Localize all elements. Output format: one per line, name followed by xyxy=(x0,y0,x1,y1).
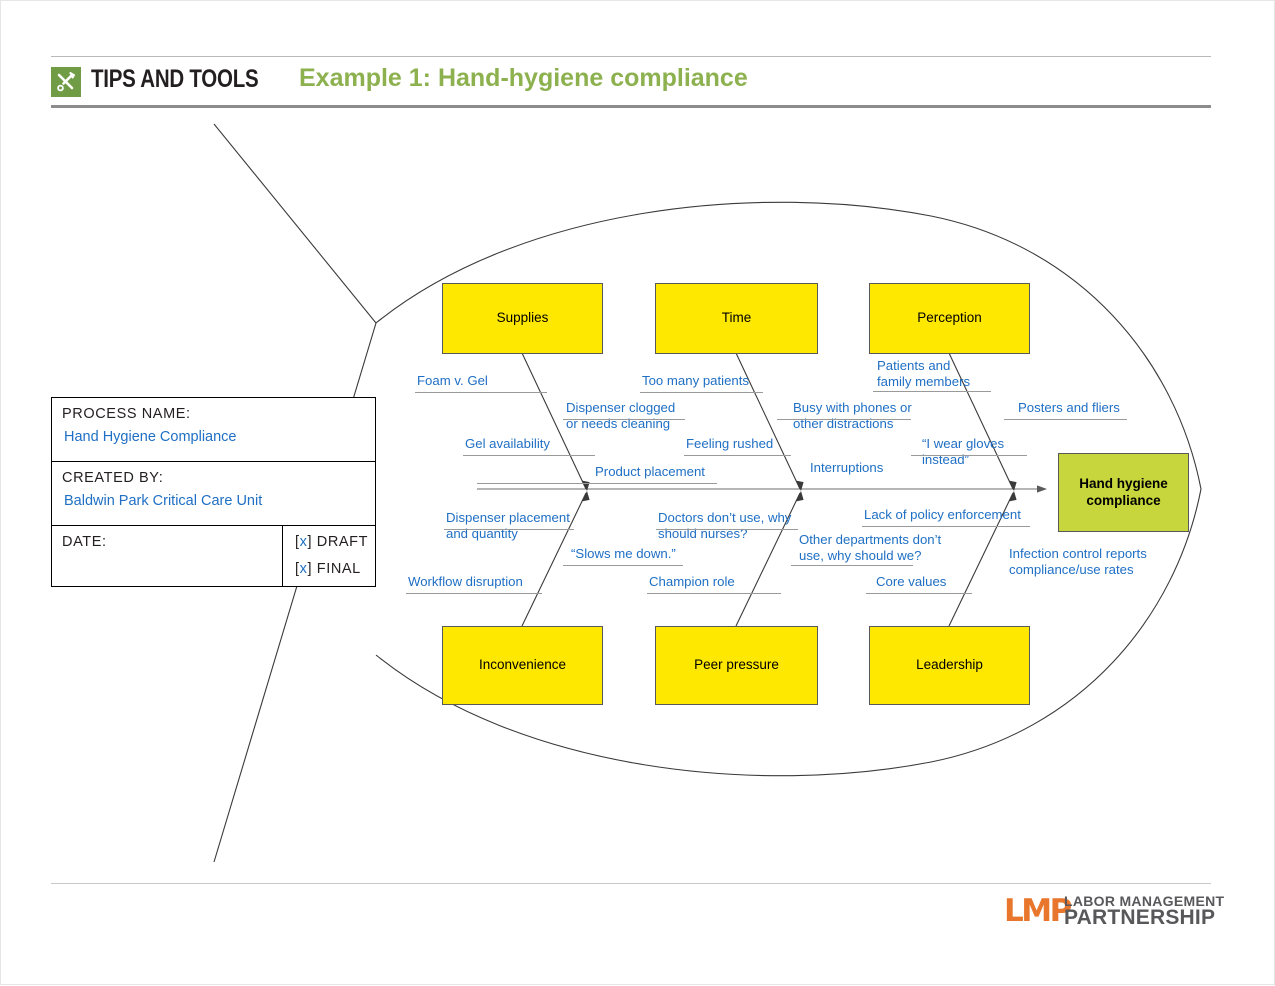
lmp-logo: LMP LABOR MANAGEMENT PARTNERSHIP xyxy=(1004,893,1224,930)
created-by-value[interactable]: Baldwin Park Critical Care Unit xyxy=(64,493,263,509)
final-mark: x xyxy=(299,561,308,577)
created-by-section: CREATED BY: Baldwin Park Critical Care U… xyxy=(52,462,375,526)
lmp-logo-mark: LMP xyxy=(1004,893,1072,929)
cause-peer-pressure-1: Doctors don’t use, why should nurses? xyxy=(658,510,792,541)
category-label: Inconvenience xyxy=(478,657,567,673)
category-label: Perception xyxy=(917,310,982,326)
cause-leadership-3: Core values xyxy=(876,574,947,589)
cause-supplies-2: Dispenser clogged or needs cleaning xyxy=(566,400,676,431)
cause-underline xyxy=(866,593,972,594)
category-label: Time xyxy=(721,310,752,326)
cause-time-2: Busy with phones or other distractions xyxy=(793,400,912,431)
cause-perception-1: Patients and family members xyxy=(877,358,971,389)
cause-underline xyxy=(463,455,595,456)
process-name-section: PROCESS NAME: Hand Hygiene Compliance xyxy=(52,398,375,462)
cause-peer-pressure-2: Other departments don’t use, why should … xyxy=(799,532,942,563)
cause-supplies-4: Product placement xyxy=(595,464,705,479)
cause-supplies-3: Gel availability xyxy=(465,436,551,451)
cause-underline xyxy=(415,392,547,393)
cause-leadership-1: Lack of policy enforcement xyxy=(864,507,1021,522)
header-kicker: TIPS AND TOOLS xyxy=(91,65,259,93)
process-name-value[interactable]: Hand Hygiene Compliance xyxy=(64,429,237,445)
draft-label: ] DRAFT xyxy=(307,534,369,550)
final-label: ] FINAL xyxy=(307,561,361,577)
date-section: DATE: xyxy=(52,526,375,588)
created-by-label: CREATED BY: xyxy=(62,470,164,486)
cause-underline xyxy=(656,529,798,530)
tools-icon xyxy=(51,67,81,97)
category-box-inconvenience[interactable]: Inconvenience xyxy=(442,626,603,705)
cause-supplies-1: Foam v. Gel xyxy=(417,373,488,388)
cause-inconvenience-2: “Slows me down.” xyxy=(571,546,676,561)
draft-checkbox[interactable]: [x] DRAFT xyxy=(295,534,368,550)
cause-underline xyxy=(647,593,781,594)
cause-underline xyxy=(873,391,991,392)
draft-mark: x xyxy=(299,534,308,550)
draft-bracket-open: [ xyxy=(295,534,300,550)
cause-perception-2: Posters and fliers xyxy=(1018,400,1120,415)
page-title: Example 1: Hand-hygiene compliance xyxy=(299,64,748,92)
cause-underline xyxy=(444,529,574,530)
category-box-supplies[interactable]: Supplies xyxy=(442,283,603,354)
cause-time-4: Interruptions xyxy=(810,460,884,475)
cause-time-1: Too many patients xyxy=(642,373,750,388)
cause-underline xyxy=(477,483,717,484)
cause-underline xyxy=(791,565,913,566)
cause-inconvenience-1: Dispenser placement and quantity xyxy=(446,510,570,541)
final-checkbox[interactable]: [x] FINAL xyxy=(295,561,361,577)
cause-time-3: Feeling rushed xyxy=(686,436,774,451)
process-info-box: PROCESS NAME: Hand Hygiene Compliance CR… xyxy=(51,397,376,587)
category-label: Leadership xyxy=(916,657,983,673)
final-bracket-open: [ xyxy=(295,561,300,577)
category-label: Peer pressure xyxy=(694,657,779,673)
cause-underline xyxy=(563,419,685,420)
cause-underline xyxy=(777,419,911,420)
date-label: DATE: xyxy=(62,534,107,550)
cause-underline xyxy=(1004,419,1127,420)
footer-rule xyxy=(51,883,1211,884)
category-box-peer-pressure[interactable]: Peer pressure xyxy=(655,626,818,705)
process-name-label: PROCESS NAME: xyxy=(62,406,191,422)
effect-label: Hand hygiene compliance xyxy=(1079,475,1168,508)
category-box-time[interactable]: Time xyxy=(655,283,818,354)
category-label: Supplies xyxy=(496,310,549,326)
cause-underline xyxy=(406,593,542,594)
header-bottom-rule xyxy=(51,105,1211,108)
lmp-logo-line2: PARTNERSHIP xyxy=(1064,906,1216,929)
cause-perception-3: “I wear gloves instead” xyxy=(922,436,1005,467)
lmp-logo-line1: LABOR MANAGEMENT xyxy=(1064,893,1225,909)
cause-underline xyxy=(862,526,1030,527)
cause-inconvenience-3: Workflow disruption xyxy=(408,574,523,589)
infobox-divider xyxy=(282,526,283,587)
effect-box-hand-hygiene-compliance[interactable]: Hand hygiene compliance xyxy=(1058,453,1189,532)
cause-leadership-2: Infection control reports compliance/use… xyxy=(1009,546,1147,577)
cause-underline xyxy=(684,455,791,456)
category-box-perception[interactable]: Perception xyxy=(869,283,1030,354)
cause-peer-pressure-3: Champion role xyxy=(649,574,735,589)
cause-underline xyxy=(640,392,763,393)
category-box-leadership[interactable]: Leadership xyxy=(869,626,1030,705)
header-top-rule xyxy=(51,56,1211,57)
cause-underline xyxy=(563,565,683,566)
cause-underline xyxy=(911,455,1027,456)
